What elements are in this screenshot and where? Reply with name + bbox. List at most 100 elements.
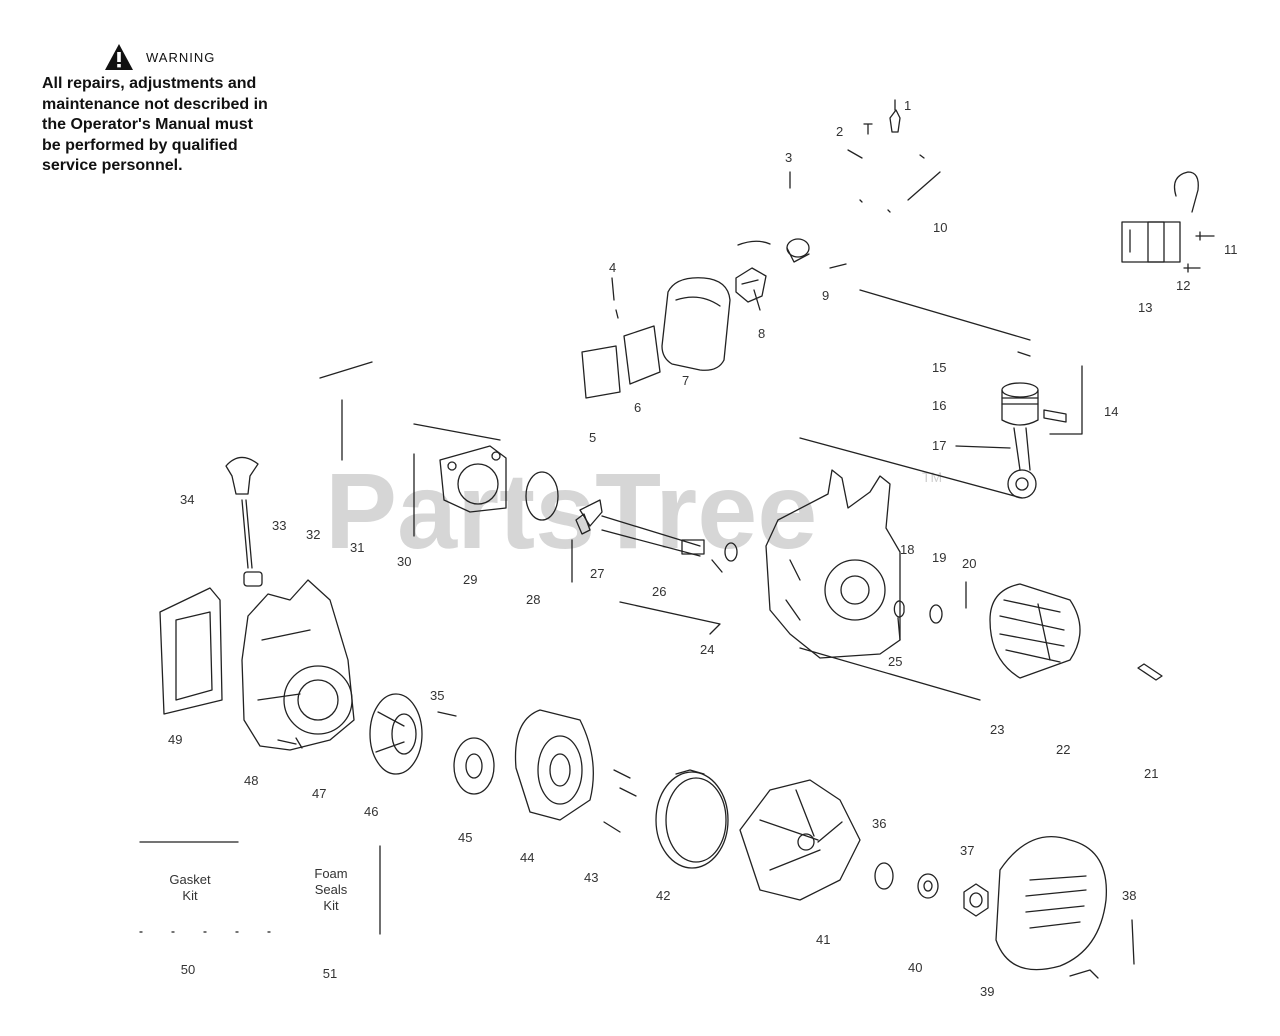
spark-arrestor-screen <box>735 267 767 303</box>
muffler-gasket <box>737 240 771 246</box>
crank-seal-18 <box>893 600 905 618</box>
housing-screw-38 <box>1069 969 1099 979</box>
callout-20: 20 <box>962 556 976 571</box>
muffler-body <box>661 277 731 371</box>
module-screw-11 <box>1195 231 1215 241</box>
leader-line <box>611 277 619 319</box>
callout-31: 31 <box>350 540 364 555</box>
leader-line <box>619 601 721 635</box>
callout-30: 30 <box>397 554 411 569</box>
callout-37: 37 <box>960 843 974 858</box>
leader-line <box>319 361 373 461</box>
pawl-43 <box>613 769 637 797</box>
module-screw-12 <box>1183 263 1201 273</box>
callout-33: 33 <box>272 518 286 533</box>
leader-line <box>897 581 967 641</box>
callout-12: 12 <box>1176 278 1190 293</box>
warning-line: maintenance not described in <box>42 95 268 113</box>
leader-line <box>799 437 1023 499</box>
leader-line <box>753 289 761 311</box>
muffler-gasket-5 <box>581 345 621 399</box>
leader-line <box>887 209 891 213</box>
crankshaft <box>575 499 705 557</box>
callout-9: 9 <box>822 288 829 303</box>
callout-10: 10 <box>933 220 947 235</box>
leader-line <box>571 539 723 583</box>
callout-5: 5 <box>589 430 596 445</box>
starter-pulley <box>369 693 423 775</box>
connecting-rod <box>1007 427 1037 499</box>
leader-line <box>919 154 925 159</box>
warning-line: service personnel. <box>42 157 183 174</box>
housing-screw-48 <box>277 737 303 749</box>
callout-6: 6 <box>634 400 641 415</box>
callout-28: 28 <box>526 592 540 607</box>
foam-kit-label: Foam Seals Kit <box>298 866 364 914</box>
callout-24: 24 <box>700 642 714 657</box>
callout-1: 1 <box>904 98 911 113</box>
callout-47: 47 <box>312 786 326 801</box>
kit-text: Kit <box>182 888 198 903</box>
warning-body: All repairs, adjustments and maintenance… <box>42 74 317 177</box>
bearing-19 <box>929 604 943 624</box>
callout-45: 45 <box>458 830 472 845</box>
callout-2: 2 <box>836 124 843 139</box>
piston <box>1001 382 1039 426</box>
gasket-28 <box>525 471 559 521</box>
callout-8: 8 <box>758 326 765 341</box>
starter-handle <box>225 456 259 569</box>
callout-36: 36 <box>872 816 886 831</box>
muffler-plate <box>623 325 661 385</box>
nut-37 <box>963 883 989 917</box>
callout-27: 27 <box>590 566 604 581</box>
callout-26: 26 <box>652 584 666 599</box>
callout-11: 11 <box>1224 242 1238 257</box>
rope-insert-33 <box>243 571 263 587</box>
leader-line <box>859 199 863 203</box>
leader-line <box>847 149 863 159</box>
callout-3: 3 <box>785 150 792 165</box>
callout-34: 34 <box>180 492 194 507</box>
warning-line: the Operator's Manual must <box>42 116 253 133</box>
callout-15: 15 <box>932 360 946 375</box>
rewind-spring-reel <box>514 709 594 821</box>
gasket-kit-number: 50 <box>180 962 196 977</box>
leader-line <box>603 821 621 833</box>
leader-line <box>829 263 1031 341</box>
crankcase <box>765 469 901 659</box>
kit-text: Seals <box>314 882 348 897</box>
flywheel-key-21 <box>1137 663 1163 681</box>
callout-22: 22 <box>1056 742 1070 757</box>
leader-line <box>413 423 501 537</box>
callout-49: 49 <box>168 732 182 747</box>
warning-line: be performed by qualified <box>42 136 238 154</box>
callout-23: 23 <box>990 722 1004 737</box>
flywheel <box>989 583 1081 679</box>
callout-41: 41 <box>816 932 830 947</box>
callout-35: 35 <box>430 688 444 703</box>
callout-38: 38 <box>1122 888 1136 903</box>
callout-29: 29 <box>463 572 477 587</box>
wrist-pin <box>1043 409 1067 423</box>
watermark-text: PartsTree <box>325 450 817 571</box>
callout-32: 32 <box>306 527 320 542</box>
leader-line <box>955 445 1011 449</box>
callout-14: 14 <box>1104 404 1118 419</box>
warning-line: All repairs, adjustments and <box>42 75 257 92</box>
kit-text: Kit <box>323 898 339 913</box>
washer-40 <box>917 873 939 899</box>
kit-text: Gasket <box>169 872 211 887</box>
starter-housing <box>241 579 355 751</box>
callout-42: 42 <box>656 888 670 903</box>
leader-line <box>1017 351 1031 357</box>
warning-triangle-icon <box>105 44 133 70</box>
fan-cover-ring <box>655 769 729 869</box>
callout-13: 13 <box>1138 300 1152 315</box>
kit-text: Foam <box>314 866 348 881</box>
warning-notice: WARNING All repairs, adjustments and mai… <box>42 40 322 177</box>
callout-18: 18 <box>900 542 914 557</box>
air-filter-cover <box>159 587 223 715</box>
callout-43: 43 <box>584 870 598 885</box>
